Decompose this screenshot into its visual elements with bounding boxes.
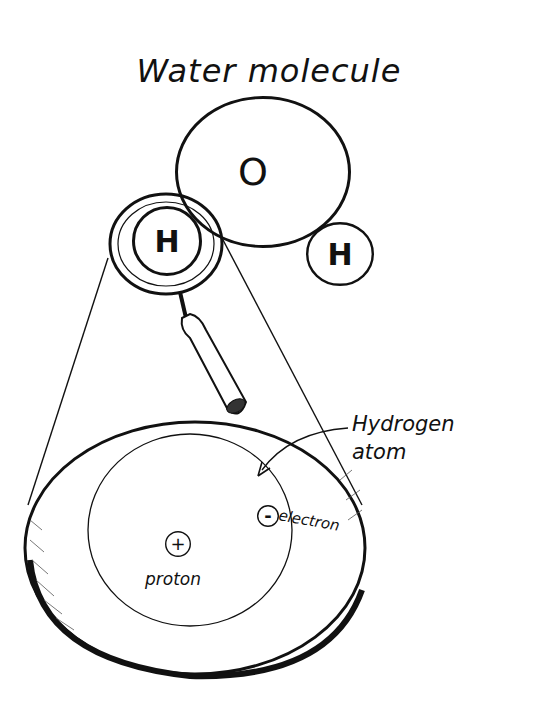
electron-orbit: [88, 434, 292, 626]
magnified-disc: [25, 422, 365, 674]
atom-circle: H: [132, 206, 202, 276]
disc-shadow: [30, 560, 362, 676]
hydrogen-symbol: H: [327, 240, 352, 270]
atom-circle: +proton: [165, 531, 191, 557]
diagram-title: Water molecule: [0, 52, 538, 90]
leader-arrow: [262, 428, 348, 470]
callout-label: Hydrogen atom: [352, 410, 472, 467]
hatching: [30, 470, 362, 630]
atom-circle: -electron: [257, 505, 279, 527]
lens-neck: [180, 292, 186, 318]
hydrogen-symbol: H: [154, 227, 179, 257]
lens-handle: [182, 314, 246, 414]
projection-line: [28, 258, 108, 505]
atom-circle: O: [175, 96, 351, 248]
electron-label: electron: [277, 508, 340, 533]
proton-label: proton: [145, 571, 201, 588]
handle-end: [224, 396, 247, 416]
oxygen-symbol: O: [238, 153, 268, 191]
arrow-head: [258, 462, 270, 476]
proton-sign: +: [170, 535, 185, 553]
electron-sign: -: [264, 507, 271, 525]
atom-circle: H: [306, 222, 374, 286]
